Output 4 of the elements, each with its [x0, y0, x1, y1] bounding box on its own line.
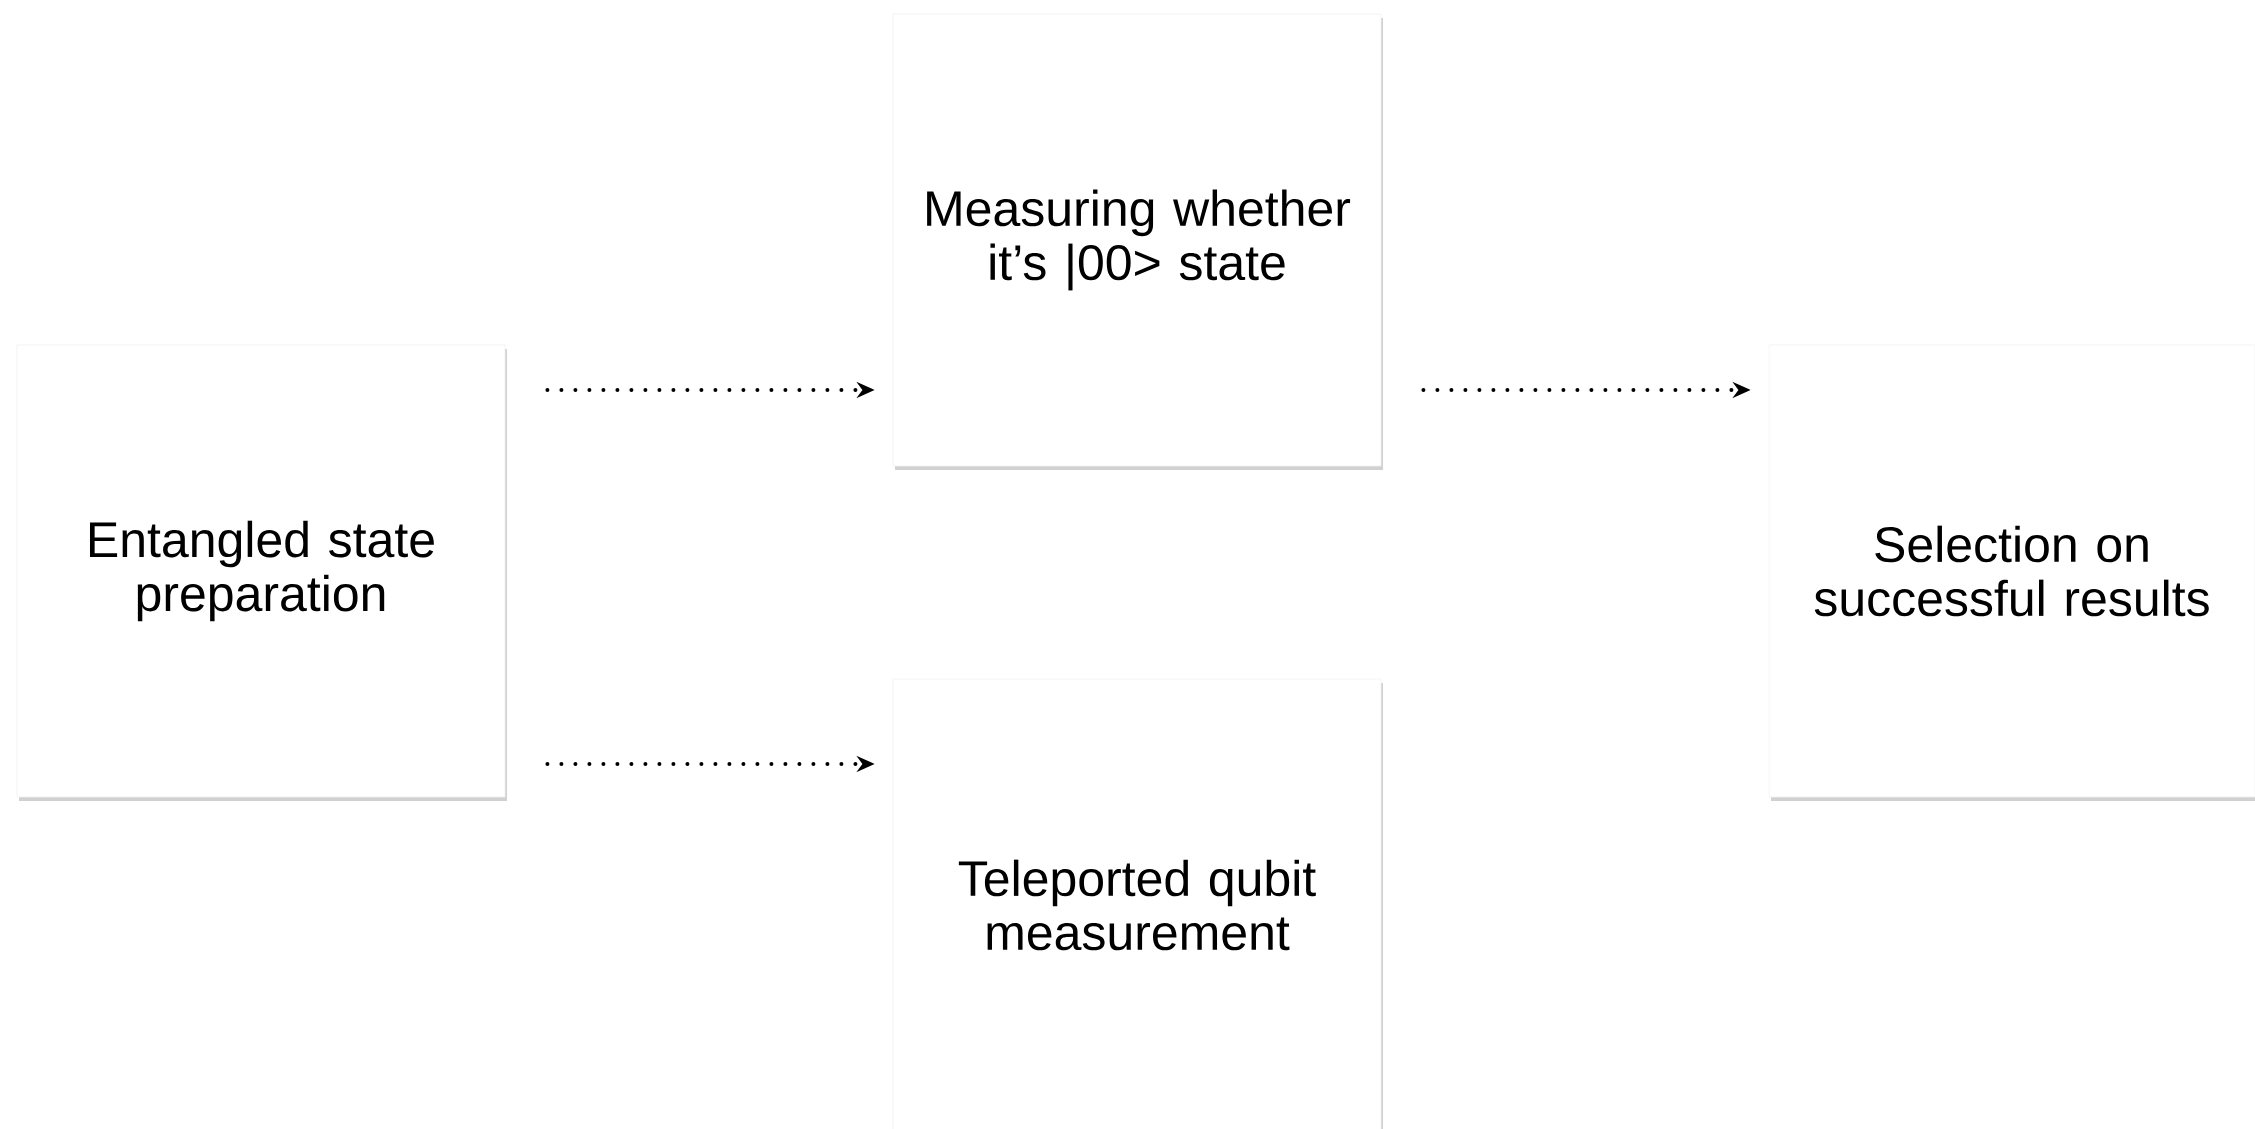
- process-box: Selection on successful results: [1768, 344, 2255, 801]
- process-box: Entangled state preparation: [16, 344, 507, 801]
- process-box: Measuring whether it’s |00> state: [892, 13, 1383, 470]
- process-box: Teleported qubit measurement: [892, 678, 1383, 1129]
